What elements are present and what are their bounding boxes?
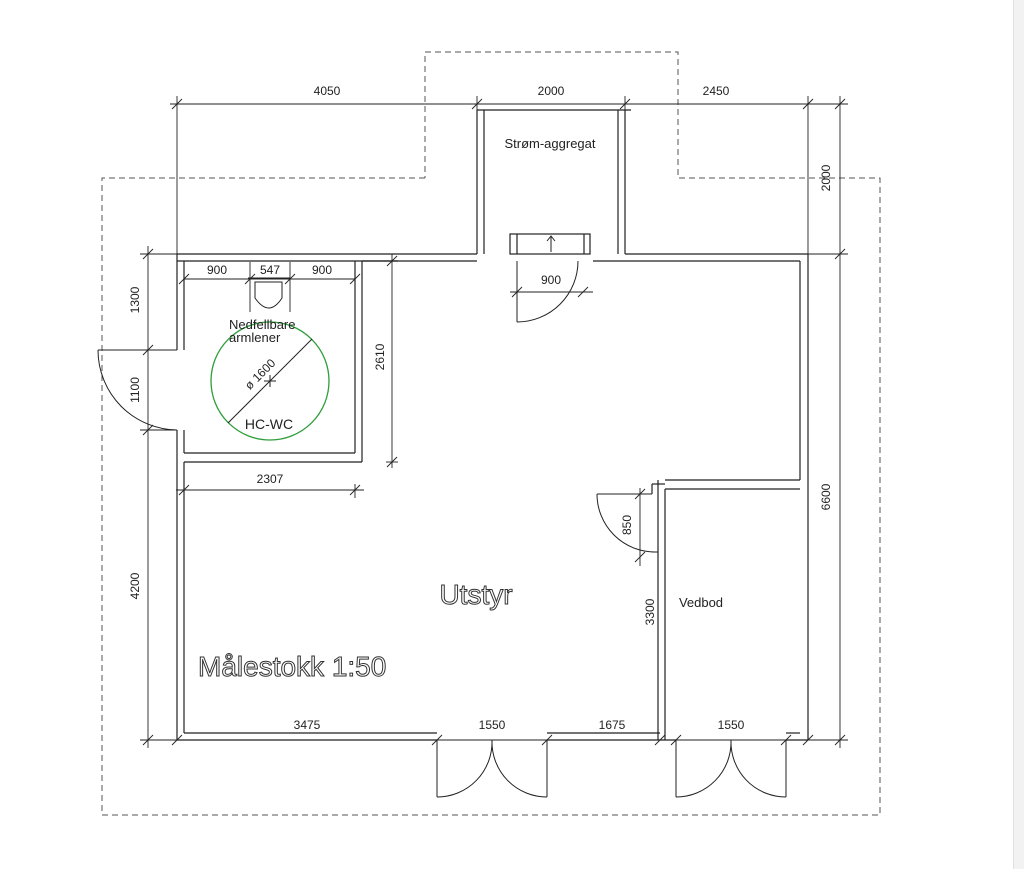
dim-vedbod-height: 3300: [643, 598, 657, 625]
dim-bottom-1: 3475: [294, 718, 321, 732]
dim-top-left: 4050: [314, 84, 341, 98]
dim-wc-right: 900: [312, 263, 332, 277]
dim-bottom-4: 1550: [718, 718, 745, 732]
label-main-room: Utstyr: [439, 579, 512, 610]
dim-bottom-2: 1550: [479, 718, 506, 732]
dashed-outline: [101, 51, 881, 816]
turning-circle: [210, 321, 330, 441]
dim-right-upper: 2000: [819, 164, 833, 191]
dim-right-main: 6600: [819, 483, 833, 510]
dim-wc-middle: 547: [260, 263, 280, 277]
label-armrest-2: armlener: [229, 330, 281, 345]
dim-left-door: 1100: [128, 377, 142, 403]
dim-wc-width: 2307: [257, 472, 284, 486]
label-wc: HC-WC: [245, 416, 293, 432]
dim-left-lower: 4200: [128, 572, 142, 599]
dim-wc-left: 900: [207, 263, 227, 277]
label-generator: Strøm-aggregat: [504, 136, 595, 151]
dim-circle-diameter: ø 1600: [242, 356, 279, 393]
label-scale: Målestokk 1:50: [198, 651, 386, 682]
circle-diameter-line: [227, 338, 313, 424]
dim-bottom-3: 1675: [599, 718, 626, 732]
doors: [97, 260, 787, 798]
dim-top-right: 2450: [703, 84, 730, 98]
dim-top-door: 900: [541, 273, 561, 287]
dim-left-upper: 1300: [128, 286, 142, 313]
dim-top-middle: 2000: [538, 84, 565, 98]
toilet-fixture: [248, 277, 290, 309]
label-shed: Vedbod: [679, 595, 723, 610]
scrollbar-track[interactable]: [1013, 0, 1024, 869]
dim-wc-height: 2610: [373, 343, 387, 370]
label-armrest-1: Nedfellbare: [229, 317, 296, 332]
dimension-lines: [140, 96, 848, 748]
dim-inner-door: 850: [620, 515, 634, 535]
vent-arrow: [546, 235, 556, 252]
